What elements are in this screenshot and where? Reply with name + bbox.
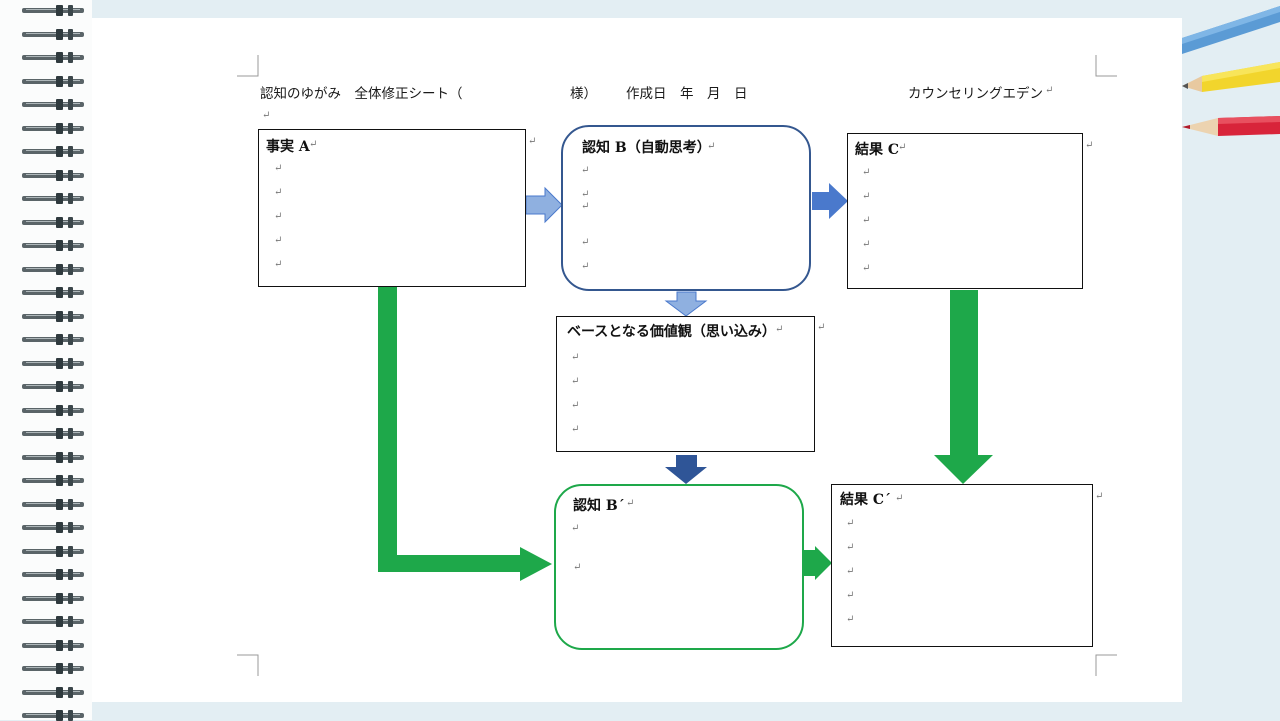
return-mark: ↵ [846,614,855,625]
fact-a-box: 事実 A ↵ ↵ ↵ ↵ ↵ ↵ [258,129,526,287]
spiral-ring [22,311,84,322]
spiral-ring [22,499,84,510]
spiral-ring [22,687,84,698]
spiral-ring [22,146,84,157]
return-mark: ↵ [274,235,283,246]
result-c-title: 結果 C [855,142,900,158]
return-mark: ↵ [862,191,871,202]
spiral-ring [22,522,84,533]
cognition-b-box: 認知 B（自動思考） ↵ ↵ ↵ ↵ ↵ ↵ [561,125,811,291]
spiral-ring [22,52,84,63]
return-mark: ↵ [528,136,537,147]
return-mark: ↵ [274,163,283,174]
spiral-ring [22,358,84,369]
spiral-ring [22,334,84,345]
spiral-ring [22,663,84,674]
spiral-ring [22,29,84,40]
spiral-ring [22,193,84,204]
return-mark: ↵ [846,542,855,553]
return-mark: ↵ [846,518,855,529]
spiral-ring [22,264,84,275]
spiral-ring [22,569,84,580]
return-mark: ↵ [581,189,590,200]
spiral-ring [22,405,84,416]
return-mark: ↵ [274,187,283,198]
sheet-name-suffix: 様） [570,86,597,102]
return-mark: ↵ [1045,85,1054,96]
return-mark: ↵ [846,590,855,601]
return-mark: ↵ [581,261,590,272]
return-mark: ↵ [862,167,871,178]
spiral-ring [22,5,84,16]
result-c2-title: 結果 C´ [840,492,892,508]
values-box: ベースとなる価値観（思い込み） ↵ ↵ ↵ ↵ ↵ [556,316,815,452]
spiral-ring [22,616,84,627]
return-mark: ↵ [626,498,635,509]
return-mark: ↵ [707,141,716,152]
return-mark: ↵ [817,322,826,333]
return-mark: ↵ [274,211,283,222]
result-c-box: 結果 C ↵ ↵ ↵ ↵ ↵ ↵ [847,133,1083,289]
spiral-ring [22,240,84,251]
corner-mark [1095,55,1117,77]
spiral-ring [22,123,84,134]
cognition-b-title: 認知 B（自動思考） [582,140,711,156]
spiral-ring [22,76,84,87]
return-mark: ↵ [775,324,784,335]
return-mark: ↵ [581,201,590,212]
return-mark: ↵ [571,523,580,534]
fact-a-title: 事実 A [266,139,310,155]
spiral-ring [22,217,84,228]
sheet-title: 認知のゆがみ 全体修正シート（ [260,86,463,102]
yellow-pencil-icon [1182,62,1280,92]
return-mark: ↵ [309,139,318,150]
corner-mark [237,654,259,676]
return-mark: ↵ [846,566,855,577]
return-mark: ↵ [571,376,580,387]
spiral-ring [22,710,84,721]
spiral-ring [22,593,84,604]
return-mark: ↵ [573,562,582,573]
return-mark: ↵ [862,239,871,250]
spiral-ring [22,170,84,181]
spiral-ring [22,381,84,392]
return-mark: ↵ [274,259,283,270]
return-mark: ↵ [898,142,907,153]
spiral-ring [22,452,84,463]
created-date: 作成日 年 月 日 [626,86,748,102]
spiral-ring [22,428,84,439]
return-mark: ↵ [262,110,271,121]
return-mark: ↵ [571,400,580,411]
corner-mark [1095,654,1117,676]
spiral-ring [22,475,84,486]
return-mark: ↵ [1095,491,1104,502]
blue-pencil-icon [1182,6,1280,54]
spiral-ring [22,546,84,557]
result-c2-box: 結果 C´ ↵ ↵ ↵ ↵ ↵ ↵ [831,484,1093,647]
spiral-ring [22,287,84,298]
return-mark: ↵ [571,424,580,435]
return-mark: ↵ [862,263,871,274]
return-mark: ↵ [862,215,871,226]
return-mark: ↵ [895,493,904,504]
return-mark: ↵ [571,352,580,363]
org-name: カウンセリングエデン [908,86,1043,102]
return-mark: ↵ [581,165,590,176]
spiral-binding [0,0,92,721]
spiral-ring [22,99,84,110]
return-mark: ↵ [1085,140,1094,151]
cognition-b2-title: 認知 B´ [573,498,625,514]
red-pencil-icon [1182,116,1280,136]
cognition-b2-box: 認知 B´ ↵ ↵ ↵ [554,484,804,650]
spiral-ring [22,640,84,651]
return-mark: ↵ [581,237,590,248]
corner-mark [237,55,259,77]
values-title: ベースとなる価値観（思い込み） [567,324,776,340]
